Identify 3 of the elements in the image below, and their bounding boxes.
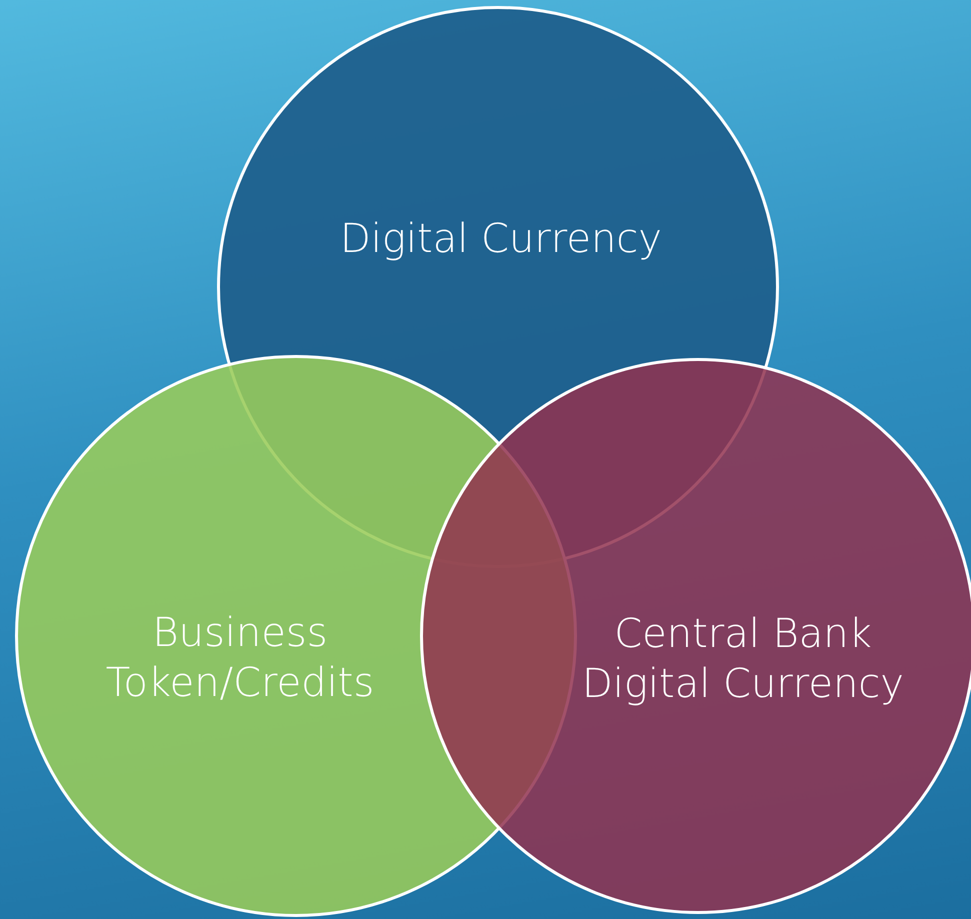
circle-label: Digital Currency — [339, 215, 663, 264]
circle-label: Central Bank Digital Currency — [581, 610, 905, 709]
circle-label: Business Token/Credits — [104, 609, 376, 708]
